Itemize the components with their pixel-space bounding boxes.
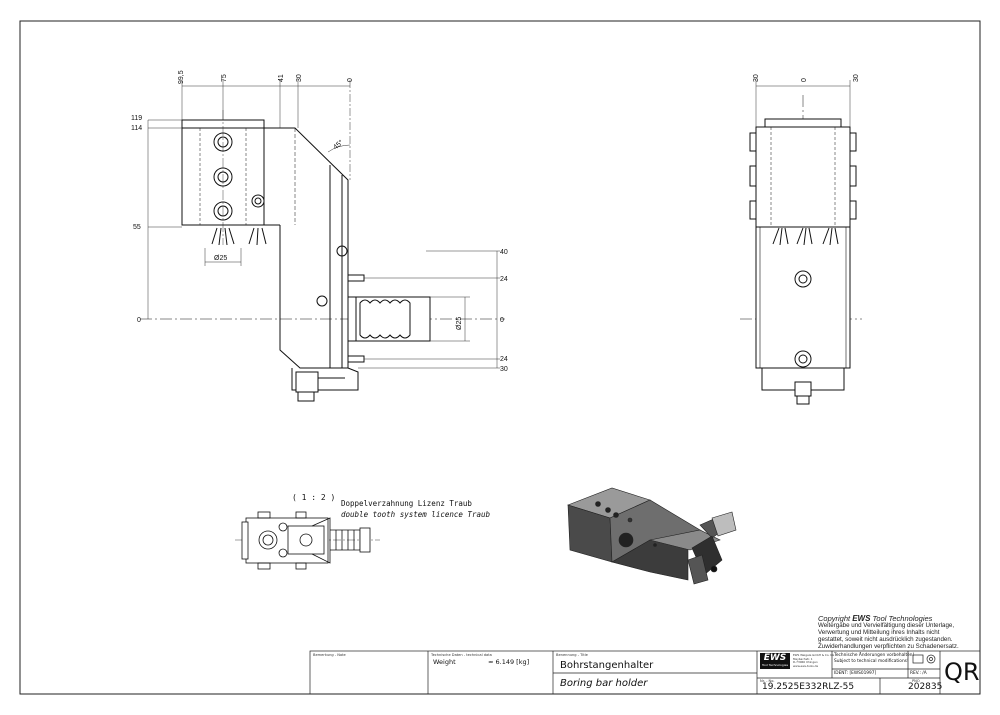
change-note-en: Subject to technical modifications! [834, 659, 909, 664]
copyright-title: Copyright EWS Tool Technologies [818, 614, 978, 623]
dim-dia-bottom: Ø25 [214, 255, 227, 262]
qr-label: QR [944, 658, 980, 686]
side-dim-0: 0 [801, 78, 808, 82]
note-english: double tooth system licence Traub [341, 510, 491, 519]
part-number: 19.2525E332RLZ-55 [762, 682, 855, 692]
side-dimensions [755, 80, 851, 127]
ews-logo-text: EWS [763, 653, 787, 663]
ident-field: IDENT: [EWS01997] [834, 671, 877, 676]
note-german: Doppelverzahnung Lizenz Traub [341, 499, 472, 508]
company-line-2: Maybachstr. 1 [793, 656, 813, 661]
dim-right-0: 0 [500, 317, 504, 324]
title-english: Boring bar holder [560, 678, 648, 689]
copyright-line-4: Zuwiderhandlungen verpflichten zu Schade… [818, 643, 959, 650]
copyright-line-2: Verwertung und Mitteilung ihres Inhalts … [818, 629, 940, 636]
front-dimensions [147, 80, 500, 369]
copyright-line-1: Weitergabe und Vervielfältigung dieser U… [818, 622, 955, 629]
title-german: Bohrstangenhalter [560, 660, 654, 671]
dim-top-0: 0 [347, 78, 354, 82]
dim-right-40: 40 [500, 249, 508, 256]
copyright-notice: Copyright EWS Tool Technologies Weiterga… [818, 614, 978, 651]
dim-top-30: 30 [296, 74, 303, 82]
side-view [740, 95, 862, 405]
title-block [309, 650, 981, 695]
weight-label: Weight [433, 658, 456, 666]
dim-right-30: 30 [500, 366, 508, 373]
weight-value: ≈ 6.149 [kg] [488, 658, 530, 666]
copyright-brand: EWS [852, 614, 871, 623]
top-view [235, 511, 380, 570]
company-line-4: www.ews-tools.de [793, 663, 819, 668]
isometric-view [567, 487, 737, 585]
dim-top-75: 75 [221, 74, 228, 82]
title-label: Benennung - Title [556, 653, 588, 657]
dim-dia-shank: Ø25 [456, 317, 463, 330]
tech-data-label: Technische Daten - technical data [431, 653, 492, 657]
ews-logo: EWS Tool Technologies [760, 653, 790, 669]
dim-angle: 45° [332, 138, 345, 151]
dim-right-24-top: 24 [500, 276, 508, 283]
dim-right-24-bottom: 24 [500, 356, 508, 363]
dim-left-55: 55 [133, 224, 141, 231]
dim-left-114: 114 [131, 125, 142, 132]
company-line-3: D-73066 Uhingen [793, 660, 818, 664]
dim-left-0: 0 [137, 317, 141, 324]
dim-top-41: 41 [278, 74, 285, 82]
company-line-1: EWS Weigele GmbH & Co. KG [793, 653, 835, 657]
scale-label: ( 1 : 2 ) [292, 493, 336, 502]
pno-label: PNO [912, 679, 920, 683]
dim-top-99-5: 99,5 [178, 70, 185, 84]
remark-label: Bemerkung - Note [313, 653, 346, 657]
front-view [140, 110, 505, 402]
dim-left-119: 119 [131, 115, 142, 122]
revision-field: REV.: /A [910, 671, 927, 676]
number-label: Nr. - No. [760, 679, 775, 683]
side-dim-30-left: 30 [753, 74, 760, 82]
copyright-line-3: gestattet, soweit nicht ausdrücklich zug… [818, 636, 953, 643]
company-address: EWS Weigele GmbH & Co. KG Maybachstr. 1 … [793, 653, 835, 668]
pno-value: 202835 [908, 682, 943, 692]
copyright-suffix: Tool Technologies [870, 614, 933, 623]
side-dim-30-right: 30 [853, 74, 860, 82]
front-dim-labels: 99,5 75 41 30 0 119 114 55 0 40 24 0 24 … [131, 70, 508, 373]
ews-logo-sub: Tool Technologies [761, 663, 789, 667]
change-note-de: Technische Änderungen vorbehalten! [834, 653, 915, 658]
copyright-prefix: Copyright [818, 614, 853, 623]
